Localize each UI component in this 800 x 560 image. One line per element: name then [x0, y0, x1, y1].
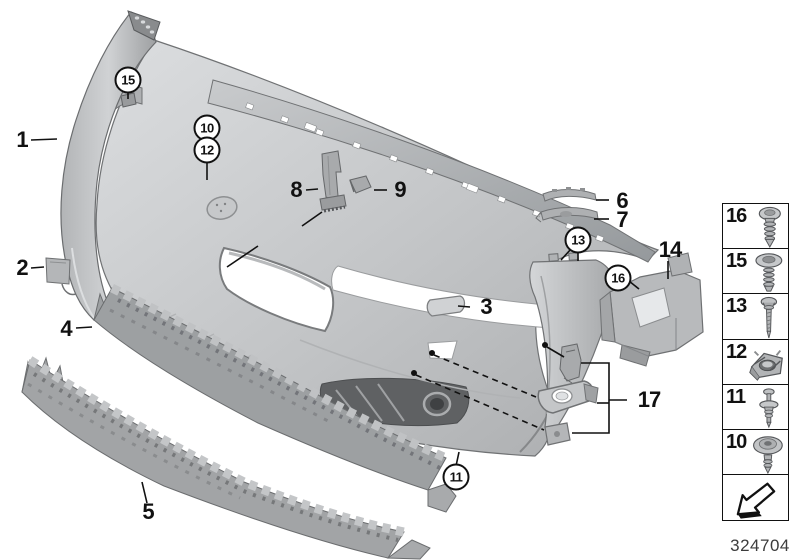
bracket-part8 [319, 150, 347, 213]
callout-4[interactable]: 4 [60, 316, 72, 341]
legend-label: 10 [726, 431, 747, 454]
bumper-shell-part1 [60, 10, 161, 321]
legend-label: 13 [726, 295, 747, 318]
legend-item-direction[interactable] [722, 474, 789, 522]
legend-item-15[interactable]: 15 [722, 248, 789, 296]
callout-14[interactable]: 14 [658, 237, 683, 262]
legend-label: 16 [726, 205, 747, 227]
callout-17[interactable]: 17 [637, 387, 662, 412]
part-number: 324704 [730, 536, 790, 555]
callout-9[interactable]: 9 [394, 177, 406, 202]
callout-5[interactable]: 5 [142, 499, 154, 524]
washer-cover-part3 [426, 295, 466, 317]
callout-6[interactable]: 6 [616, 188, 628, 213]
callout-15-circled[interactable]: 15 [114, 66, 142, 94]
hex-head-screw-icon [760, 297, 778, 339]
callout-1[interactable]: 1 [16, 127, 28, 152]
cover-part2 [45, 257, 77, 296]
legend-item-16[interactable]: 16 [722, 203, 789, 250]
pdc-sensor-holder-17b [537, 380, 599, 414]
legend-item-13[interactable]: 13 [722, 293, 789, 341]
pdc-bracket-17a [559, 343, 582, 384]
legend-item-12[interactable]: 12 [722, 338, 789, 386]
leader-dots [411, 342, 548, 376]
fastener-legend: 16 15 13 [722, 203, 789, 522]
expansion-rivet-icon [759, 388, 779, 429]
cage-nut-icon [749, 349, 783, 381]
callout-2[interactable]: 2 [16, 255, 28, 280]
grille-support-part4 [93, 283, 457, 513]
legend-label: 11 [726, 385, 746, 408]
pan-head-screw-icon [758, 206, 781, 249]
legend-item-11[interactable]: 11 [722, 383, 789, 431]
carrier-strip [206, 79, 656, 263]
trim-strip-6 [542, 187, 597, 202]
callout-16-circled[interactable]: 16 [604, 264, 632, 292]
legend-label: 15 [726, 250, 747, 273]
grille-support-part5 [21, 356, 431, 560]
clip-15 [120, 92, 137, 108]
callout-7[interactable]: 7 [616, 207, 628, 232]
legend-item-10[interactable]: 10 [722, 429, 789, 477]
washer-head-screw-icon [753, 436, 783, 475]
flat-washer-screw-icon [755, 253, 783, 292]
side-support-bracket-part14 [599, 252, 704, 367]
callout-13-circled[interactable]: 13 [564, 226, 592, 254]
pdc-clip-17c [544, 422, 571, 446]
callout-11-circled[interactable]: 11 [442, 463, 470, 491]
callout-3[interactable]: 3 [480, 294, 492, 319]
angle-bracket-part9 [349, 175, 372, 194]
callout-8[interactable]: 8 [290, 177, 302, 202]
direction-of-travel-arrow-icon [736, 482, 776, 519]
legend-label: 12 [726, 340, 747, 363]
callout-12-circled[interactable]: 12 [193, 136, 221, 164]
